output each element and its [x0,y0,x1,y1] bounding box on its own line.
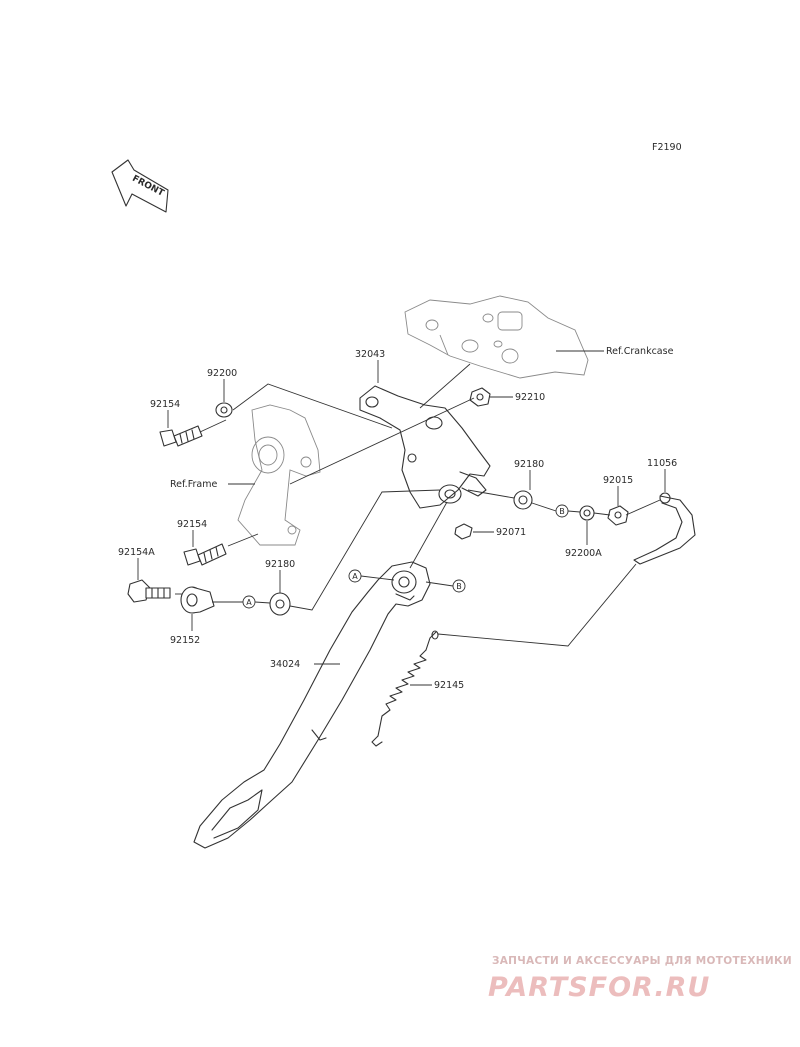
label-92154-mid: 92154 [177,519,207,530]
svg-text:B: B [456,582,462,591]
nut-92071 [454,523,473,540]
ref-frame-label: Ref.Frame [170,479,217,490]
marker-a-left: A [242,595,256,609]
label-92015: 92015 [603,475,633,486]
sidestand-bracket [359,385,491,509]
washer-92200A [579,505,595,521]
bolt-92154A [127,579,171,603]
washer-92180-right [513,490,533,510]
marker-b-right: B [555,504,569,518]
svg-text:A: A [246,598,252,607]
label-92180-right: 92180 [514,459,544,470]
frame-reference [237,404,321,546]
watermark: ЗАПЧАСТИ И АКСЕССУАРЫ ДЛЯ МОТОТЕХНИКИ PA… [488,955,792,1003]
label-92154-top: 92154 [150,399,180,410]
marker-b-stand: B [452,579,466,593]
crankcase-reference [404,295,589,379]
marker-a-stand: A [348,569,362,583]
watermark-caption: ЗАПЧАСТИ И АКСЕССУАРЫ ДЛЯ МОТОТЕХНИКИ [492,955,792,967]
label-92071: 92071 [496,527,526,538]
bolt-92154-mid [183,543,227,566]
label-92145: 92145 [434,680,464,691]
label-92200A: 92200A [565,548,602,559]
side-stand-34024 [193,561,431,849]
washer-92200 [215,402,233,418]
label-34024: 34024 [270,659,300,670]
label-32043: 32043 [355,349,385,360]
spring-92145 [371,630,439,747]
label-92180-left: 92180 [265,559,295,570]
svg-text:B: B [559,507,565,516]
label-92154A: 92154A [118,547,155,558]
switch-lever-11056 [633,492,696,565]
label-11056: 11056 [647,458,677,469]
label-92210: 92210 [515,392,545,403]
ref-crankcase-label: Ref.Crankcase [606,346,674,357]
assembly-lines [175,363,661,647]
label-92200: 92200 [207,368,237,379]
label-92152: 92152 [170,635,200,646]
washer-92180-left [269,592,291,616]
bolt-92154-top [159,425,203,447]
nut-92210 [469,387,491,407]
figure-code: F2190 [652,142,682,153]
nut-92015 [607,505,629,526]
watermark-logo: PARTSFOR.RU [488,972,710,1003]
svg-text:A: A [352,572,358,581]
collar-92152 [180,586,215,614]
front-arrow-icon: FRONT [111,159,169,213]
